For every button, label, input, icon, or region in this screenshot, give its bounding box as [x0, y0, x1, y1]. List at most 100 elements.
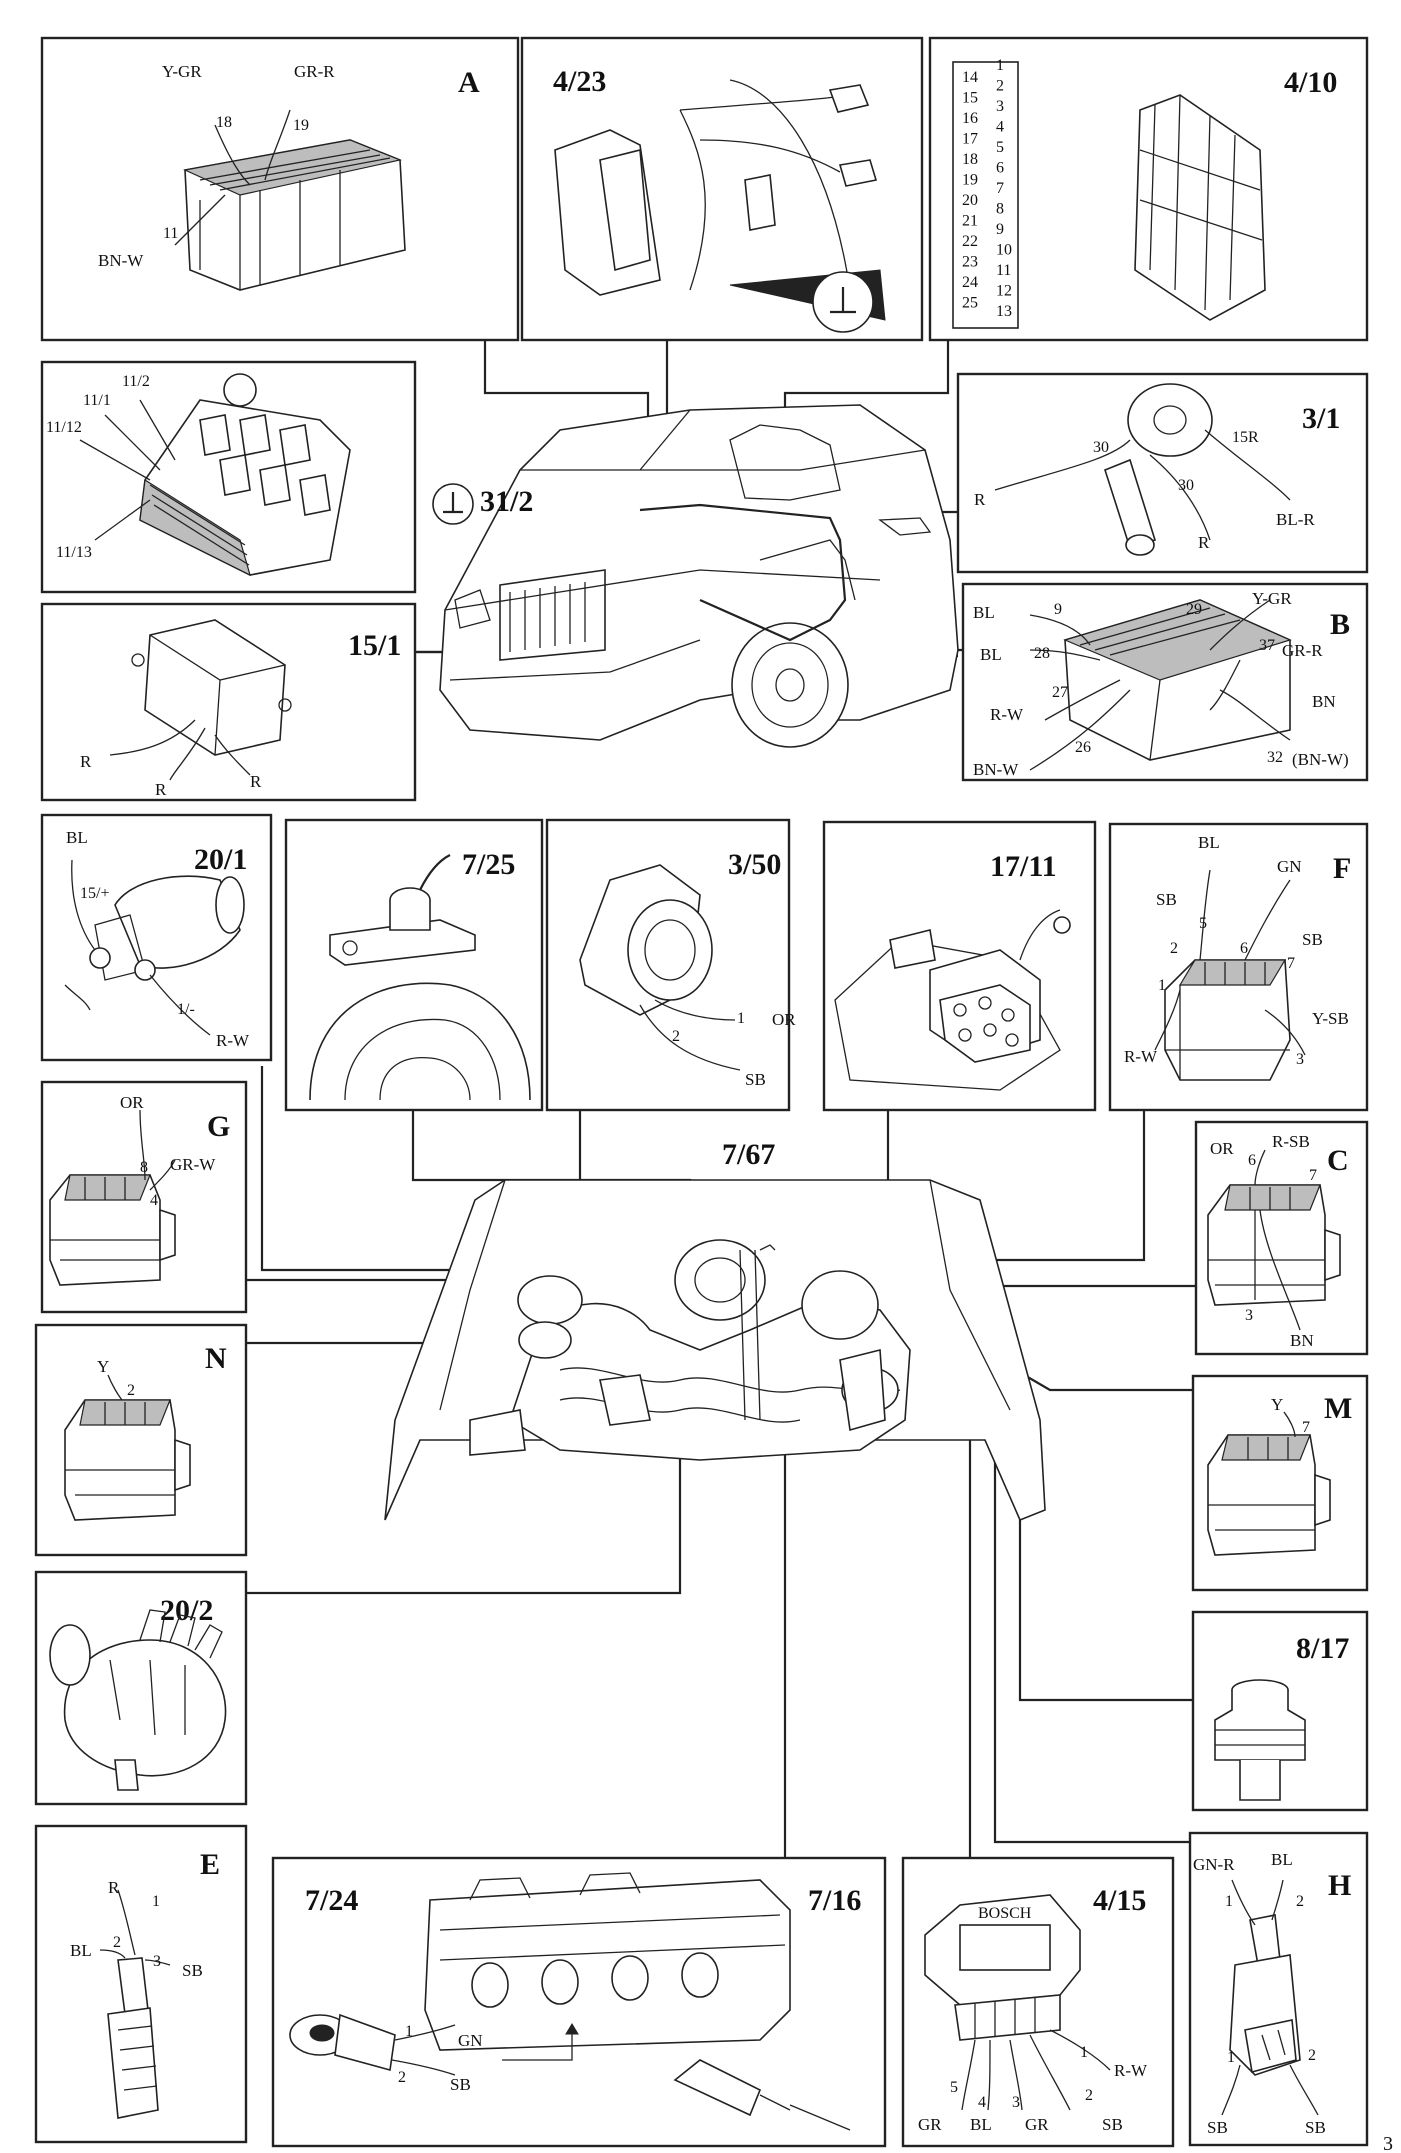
c-label-1: OR [1210, 1139, 1234, 1158]
panel-f-connector: F BL GN SB 5 2 6 SB 7 1 Y-SB R-W 3 [1108, 822, 1369, 1112]
350-label-2: OR [772, 1010, 796, 1029]
c-label-3: 6 [1248, 1152, 1256, 1169]
a-label-6: BN-W [98, 251, 144, 270]
bosch-label: BOSCH [978, 1905, 1032, 1922]
350-label-1: 1 [737, 1010, 745, 1027]
engine-title: 7/67 [722, 1138, 775, 1171]
724-label-1: 1 [405, 2023, 413, 2040]
panel-20-2: 20/2 [34, 1570, 248, 1806]
panel-g-connector: G OR 8 GR-W 4 [40, 1080, 248, 1314]
r-label-2: 11/1 [83, 392, 111, 409]
panel-8-17: 8/17 [1191, 1610, 1369, 1812]
e-label-2: 1 [152, 1893, 160, 1910]
151-label-3: R [250, 772, 262, 791]
f-label-6: 6 [1240, 940, 1248, 957]
415-label-8: BL [970, 2115, 992, 2134]
31-label-1: 30 [1093, 439, 1109, 456]
724-label-3: 2 [398, 2069, 406, 2086]
a-label-2: GR-R [294, 62, 335, 81]
pin-left-23: 23 [962, 254, 978, 271]
415-label-4: 4 [978, 2094, 986, 2111]
31-label-3: 30 [1178, 477, 1194, 494]
panel-4-10-title: 4/10 [1284, 66, 1337, 99]
panel-3-1: 3/1 30 15R 30 R BL-R R [956, 372, 1369, 574]
pin-left-20: 20 [962, 192, 978, 209]
151-label-1: R [80, 752, 92, 771]
panel-b-title: B [1330, 608, 1350, 641]
b-label-1: BL [973, 603, 995, 622]
f-label-2: GN [1277, 857, 1302, 876]
c-label-4: 7 [1309, 1167, 1317, 1184]
pin-left-25: 25 [962, 295, 978, 312]
f-label-12: 3 [1296, 1051, 1304, 1068]
panel-7-24-7-16: 7/24 7/16 1 GN 2 SB [271, 1856, 887, 2148]
h-label-8: SB [1305, 2118, 1326, 2137]
f-label-4: 5 [1199, 915, 1207, 932]
a-label-4: 19 [293, 117, 309, 134]
panel-h-title: H [1328, 1869, 1351, 1902]
car-illustration [439, 404, 959, 748]
panel-20-2-title: 20/2 [160, 1594, 213, 1627]
n-label-2: 2 [127, 1382, 135, 1399]
pin-left-16: 16 [962, 110, 978, 127]
415-label-2: R-W [1114, 2061, 1148, 2080]
panel-e-title: E [200, 1848, 220, 1881]
b-label-12: 26 [1075, 739, 1091, 756]
r-label-4: 11/13 [56, 544, 92, 561]
r-label-3: 11/12 [46, 419, 82, 436]
c-label-5: 3 [1245, 1307, 1253, 1324]
f-label-1: BL [1198, 833, 1220, 852]
c-label-2: R-SB [1272, 1132, 1310, 1151]
panel-a-fusebox: A Y-GR GR-R 18 19 11 BN-W [40, 36, 520, 342]
415-label-9: GR [1025, 2115, 1049, 2134]
pin-right-1: 1 [996, 57, 1004, 74]
e-label-3: BL [70, 1941, 92, 1960]
pin-left-17: 17 [962, 131, 978, 148]
panel-11-relays: 11/2 11/1 11/12 11/13 [40, 360, 417, 594]
panel-20-1: 20/1 BL 15/+ 1/- R-W [40, 813, 273, 1062]
panel-4-15-title: 4/15 [1093, 1884, 1146, 1917]
panel-17-11: 17/11 [822, 820, 1097, 1112]
415-label-1: 1 [1080, 2044, 1088, 2061]
m-label-2: 7 [1302, 1419, 1310, 1436]
g-label-2: 8 [140, 1159, 148, 1176]
pin-right-9: 9 [996, 221, 1004, 238]
panel-4-15: 4/15 BOSCH 1 R-W 5 4 3 2 GR BL GR SB [901, 1856, 1175, 2148]
panel-3-50-title: 3/50 [728, 848, 781, 881]
h-label-1: GN-R [1193, 1855, 1235, 1874]
pin-right-10: 10 [996, 242, 1012, 259]
pin-left-14: 14 [962, 69, 978, 86]
h-label-7: SB [1207, 2118, 1228, 2137]
panel-17-11-title: 17/11 [990, 850, 1057, 883]
h-label-6: 2 [1308, 2047, 1316, 2064]
c-label-6: BN [1290, 1331, 1314, 1350]
b-label-9: 27 [1052, 684, 1068, 701]
panel-7-25: 7/25 [284, 818, 544, 1112]
ground-symbol [432, 483, 474, 525]
pin-right-13: 13 [996, 303, 1012, 320]
415-label-6: 2 [1085, 2087, 1093, 2104]
panel-a-title: A [458, 66, 480, 99]
e-label-1: R [108, 1878, 120, 1897]
panel-g-title: G [207, 1110, 230, 1143]
panel-7-25-title: 7/25 [462, 848, 515, 881]
a-label-5: 11 [163, 225, 178, 242]
31-label-5: BL-R [1276, 510, 1315, 529]
b-label-14: 32 [1267, 749, 1283, 766]
f-label-7: SB [1302, 930, 1323, 949]
b-label-3: 29 [1186, 601, 1202, 618]
panel-c-title: C [1327, 1144, 1349, 1177]
31-label-4: R [1198, 533, 1210, 552]
201-label-1: BL [66, 828, 88, 847]
b-label-4: Y-GR [1252, 589, 1292, 608]
pin-right-7: 7 [996, 180, 1004, 197]
panel-4-23-title: 4/23 [553, 65, 606, 98]
pin-left-15: 15 [962, 90, 978, 107]
415-label-3: 5 [950, 2079, 958, 2096]
panel-3-1-title: 3/1 [1302, 402, 1340, 435]
a-label-3: 18 [216, 114, 232, 131]
n-label-1: Y [97, 1357, 109, 1376]
b-label-11: BN [1312, 692, 1336, 711]
724-label-2: GN [458, 2031, 483, 2050]
